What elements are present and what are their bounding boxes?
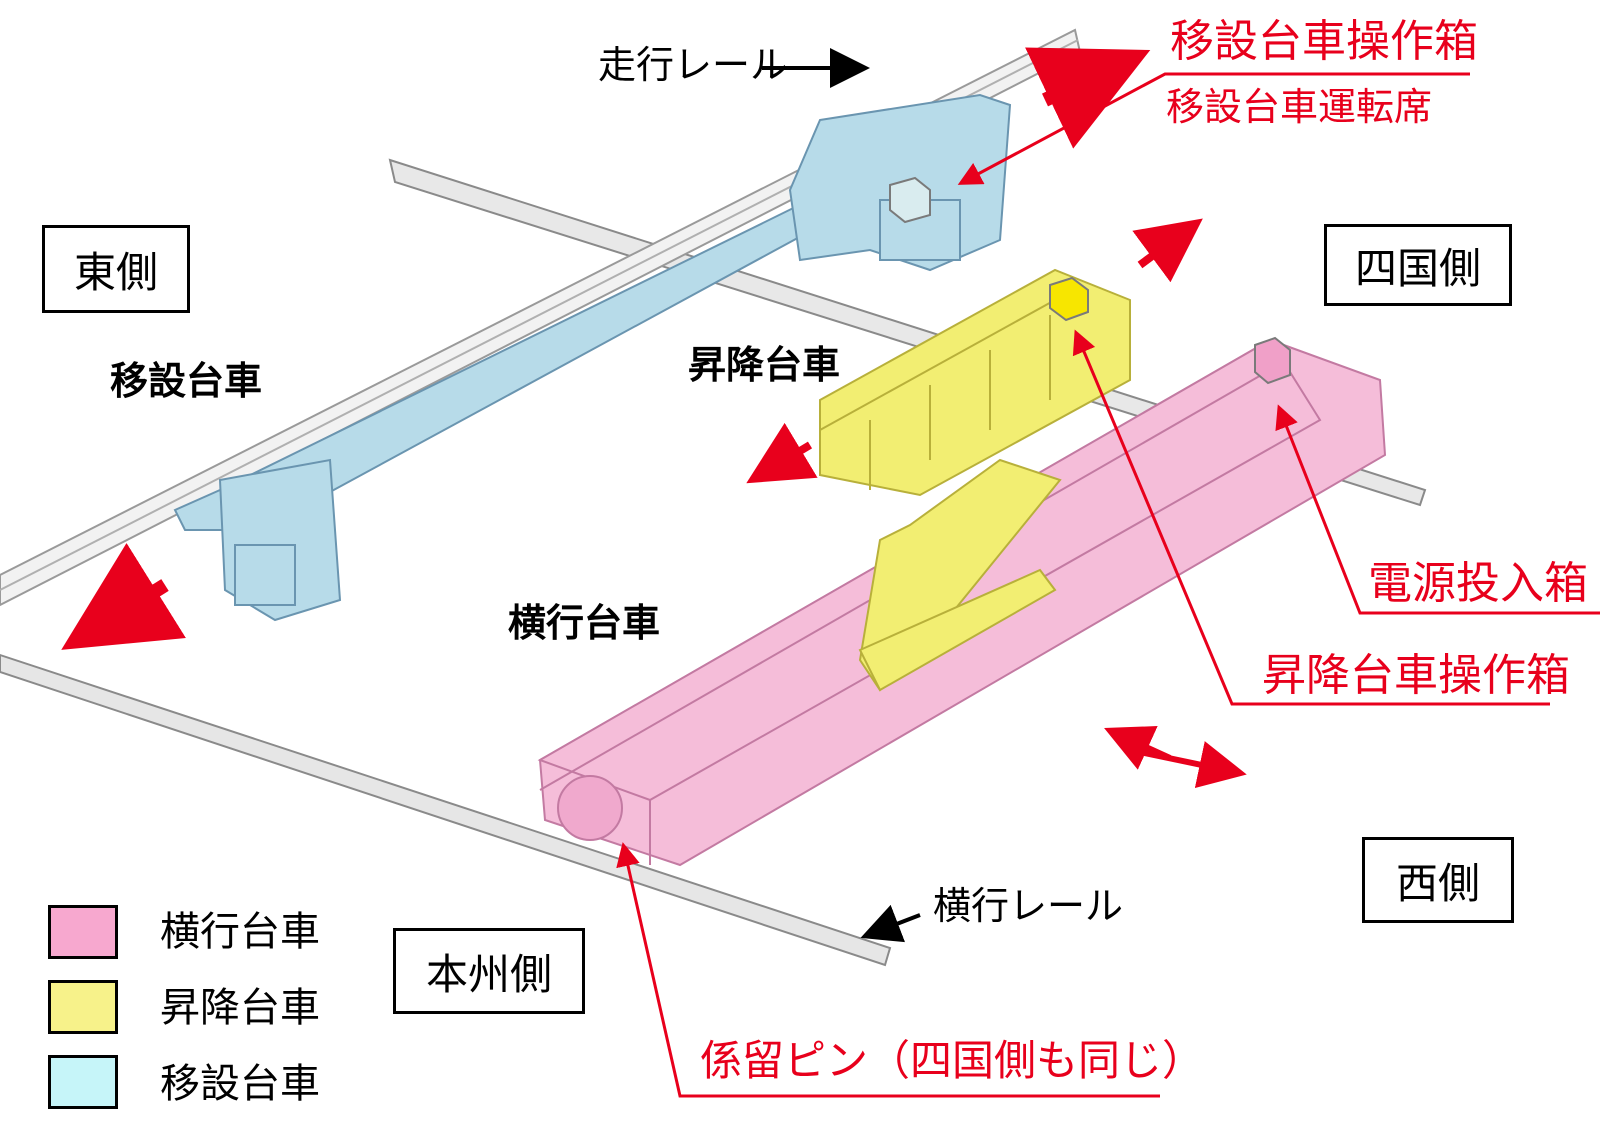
lift-car [819,268,1131,692]
movement-arrows [61,47,1247,789]
power-box-callout: 電源投入箱 [1368,558,1588,609]
traverse-rail [0,653,892,967]
legend-label-lift: 昇降台車 [160,985,320,1031]
legend-swatch-transfer [48,1055,118,1109]
honshu-side-box: 本州側 [393,928,585,1014]
east-side-label: 東側 [73,247,158,297]
east-side-box: 東側 [42,225,190,313]
travel-rail-label: 走行レール [598,43,789,87]
west-side-label: 西側 [1395,858,1480,908]
legend-swatch-traverse [48,905,118,959]
transfer-car-label: 移設台車 [110,359,263,403]
traverse-rail-pointer [860,904,921,943]
west-side-box: 西側 [1362,837,1514,923]
legend-label-transfer: 移設台車 [160,1061,320,1107]
lift-control-box-callout: 昇降台車操作箱 [1262,650,1570,701]
callout-leaders [616,72,1600,1098]
shikoku-side-label: 四国側 [1354,243,1481,293]
traverse-car-label: 横行台車 [508,601,661,645]
lift-car-label: 昇降台車 [688,343,841,387]
honshu-side-label: 本州側 [425,949,552,999]
legend-label-traverse: 横行台車 [160,909,320,955]
traverse-rail-label: 横行レール [933,884,1124,928]
transfer-control-box-callout: 移設台車操作箱 [1170,16,1478,67]
shikoku-side-box: 四国側 [1324,224,1512,306]
transfer-driver-seat-callout: 移設台車運転席 [1166,85,1433,129]
legend-swatch-lift [48,980,118,1034]
mooring-pin-callout: 係留ピン（四国側も同じ） [700,1036,1205,1085]
transfer-car [173,93,1012,622]
